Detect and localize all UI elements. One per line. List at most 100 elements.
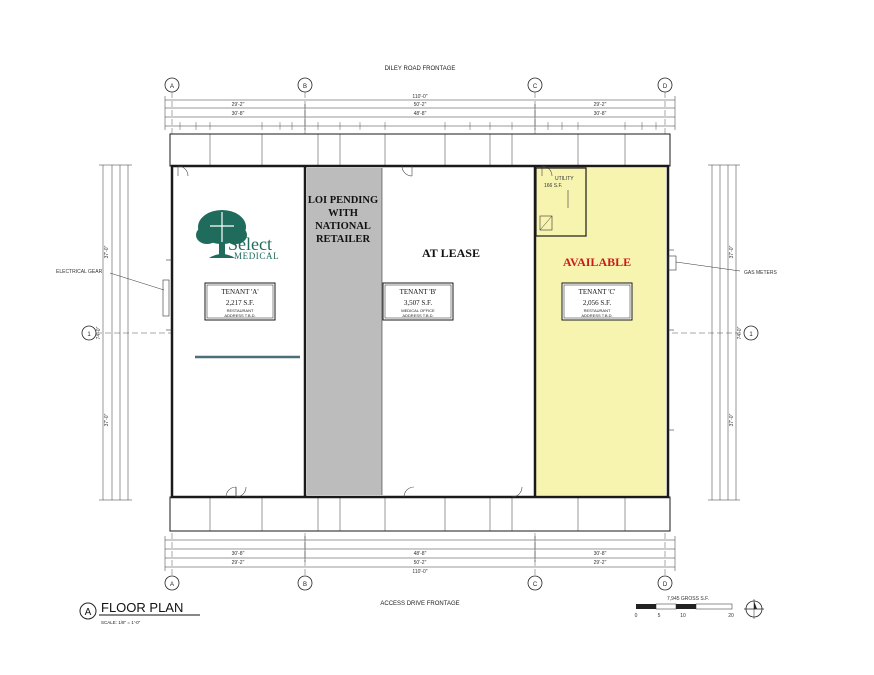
top-tick-marks — [179, 122, 657, 130]
grid-bubble-d-top: D — [657, 77, 673, 93]
svg-text:ADDRESS T.B.D.: ADDRESS T.B.D. — [224, 313, 255, 318]
svg-text:ADDRESS T.B.D.: ADDRESS T.B.D. — [581, 313, 612, 318]
grid-bubble-a-top: A — [164, 77, 180, 93]
svg-text:TENANT 'B': TENANT 'B' — [400, 288, 437, 296]
plan-scale: SCALE: 1/8" = 1'-0" — [101, 620, 141, 625]
at-lease-label: AT LEASE — [422, 246, 480, 260]
svg-text:B: B — [303, 84, 307, 90]
available-label: AVAILABLE — [563, 255, 631, 269]
electrical-gear-callout: ELECTRICAL GEAR — [56, 269, 170, 317]
top-dimensions — [164, 96, 676, 130]
svg-text:30'-8": 30'-8" — [594, 111, 607, 117]
svg-text:D: D — [663, 84, 668, 90]
svg-text:37'-0": 37'-0" — [104, 413, 110, 426]
svg-text:B: B — [303, 582, 307, 588]
storefront-mullions — [209, 134, 626, 531]
svg-text:2,217 S.F.: 2,217 S.F. — [226, 299, 254, 307]
utility-label: UTILITY — [555, 176, 574, 182]
grid-bubble-c-bottom: C — [527, 575, 543, 591]
utility-equipment — [539, 215, 553, 231]
tenant-c-available-zone — [536, 168, 666, 495]
grid-bubble-b-top: B — [297, 77, 313, 93]
svg-text:C: C — [533, 84, 538, 90]
title-block: A FLOOR PLAN SCALE: 1/8" = 1'-0" — [79, 600, 200, 625]
grid-bubbles-top: A B C D — [164, 77, 673, 93]
plan-marker — [79, 602, 97, 620]
logo-medical-text: MEDICAL — [234, 251, 279, 261]
svg-text:74'-0": 74'-0" — [96, 326, 102, 339]
grid-bubble-row-1-left: 1 — [81, 325, 97, 341]
north-arrow-icon — [744, 599, 764, 619]
tree-cross — [210, 212, 234, 242]
graphic-scale-bar: 0 5 10 20 — [635, 603, 734, 619]
svg-text:37'-0": 37'-0" — [729, 413, 735, 426]
svg-text:A: A — [170, 84, 174, 90]
svg-text:RETAILER: RETAILER — [316, 234, 370, 245]
top-frontage-label: DILEY ROAD FRONTAGE — [385, 66, 456, 72]
svg-text:GAS METERS: GAS METERS — [744, 270, 777, 276]
tree-icon — [196, 210, 247, 258]
logo-select-text: Select — [228, 234, 272, 254]
svg-text:A: A — [170, 582, 174, 588]
svg-text:30'-8": 30'-8" — [232, 551, 245, 557]
tenant-a-box: TENANT 'A' 2,217 S.F. RESTAURANT ADDRESS… — [204, 282, 276, 321]
grid-bubble-b-bottom: B — [297, 575, 313, 591]
grid-bubble-row-1-right: 1 — [743, 325, 759, 341]
gas-meters-callout: GAS METERS — [667, 255, 777, 276]
overall-width-top: 110'-0" — [412, 94, 427, 100]
utility-room — [535, 167, 587, 237]
svg-text:TENANT 'C': TENANT 'C' — [579, 288, 616, 296]
svg-text:10: 10 — [680, 613, 686, 619]
overall-width-bottom: 110'-0" — [412, 569, 427, 575]
svg-text:1: 1 — [87, 332, 91, 338]
loi-pending-label: LOI PENDING WITH NATIONAL RETAILER — [308, 195, 378, 245]
svg-text:LOI PENDING: LOI PENDING — [308, 195, 378, 206]
gross-sf: 7,945 GROSS S.F. — [667, 596, 709, 602]
svg-text:A: A — [85, 607, 92, 618]
svg-text:0: 0 — [635, 613, 638, 619]
storefront-band-bottom — [169, 496, 671, 532]
svg-text:29'-2": 29'-2" — [232, 560, 245, 566]
svg-text:30'-8": 30'-8" — [232, 111, 245, 117]
svg-text:29'-2": 29'-2" — [594, 560, 607, 566]
plan-title: FLOOR PLAN — [101, 600, 183, 615]
bottom-dimensions — [164, 536, 676, 571]
svg-text:ELECTRICAL GEAR: ELECTRICAL GEAR — [56, 269, 103, 275]
svg-text:37'-0": 37'-0" — [729, 245, 735, 258]
svg-text:C: C — [533, 582, 538, 588]
select-medical-logo: Select MEDICAL — [196, 210, 279, 261]
svg-text:ADDRESS T.B.D.: ADDRESS T.B.D. — [402, 313, 433, 318]
tenant-b-box: TENANT 'B' 3,507 S.F. MEDICAL OFFICE ADD… — [382, 282, 454, 321]
tenant-c-box: TENANT 'C' 2,056 S.F. RESTAURANT ADDRESS… — [561, 282, 633, 321]
svg-text:50'-2": 50'-2" — [414, 560, 427, 566]
svg-text:29'-2": 29'-2" — [594, 102, 607, 108]
svg-text:D: D — [663, 582, 668, 588]
grid-bubble-a-bottom: A — [164, 575, 180, 591]
grid-bubble-d-bottom: D — [657, 575, 673, 591]
svg-text:WITH: WITH — [328, 208, 358, 219]
grid-bubbles-bottom: A B C D — [164, 575, 673, 591]
svg-text:RESTAURANT: RESTAURANT — [584, 308, 611, 313]
utility-area: 166 S.F. — [544, 183, 562, 189]
loi-pending-zone — [307, 168, 382, 495]
svg-text:MEDICAL OFFICE: MEDICAL OFFICE — [401, 308, 435, 313]
svg-text:5: 5 — [658, 613, 661, 619]
bottom-frontage-label: ACCESS DRIVE FRONTAGE — [380, 601, 459, 607]
side-wall-details — [166, 249, 674, 431]
svg-text:48'-8": 48'-8" — [414, 551, 427, 557]
svg-text:2,056 S.F.: 2,056 S.F. — [583, 299, 611, 307]
storefront-band-top — [169, 133, 671, 167]
svg-text:74'-0": 74'-0" — [737, 326, 743, 339]
svg-text:1: 1 — [749, 332, 753, 338]
svg-text:50'-2": 50'-2" — [414, 102, 427, 108]
grid-bubble-c-top: C — [527, 77, 543, 93]
side-dimensions — [99, 164, 740, 501]
svg-text:48'-8": 48'-8" — [414, 111, 427, 117]
svg-text:TENANT 'A': TENANT 'A' — [221, 288, 258, 296]
svg-text:29'-2": 29'-2" — [232, 102, 245, 108]
svg-text:30'-8": 30'-8" — [594, 551, 607, 557]
svg-text:3,507 S.F.: 3,507 S.F. — [404, 299, 432, 307]
svg-text:RESTAURANT: RESTAURANT — [227, 308, 254, 313]
svg-text:37'-0": 37'-0" — [104, 245, 110, 258]
